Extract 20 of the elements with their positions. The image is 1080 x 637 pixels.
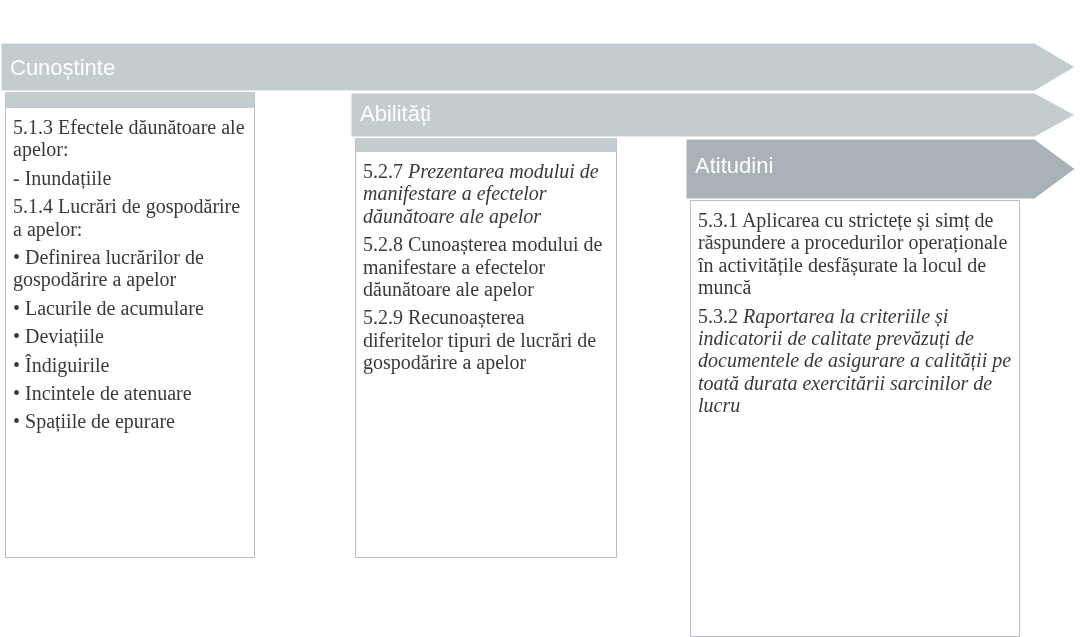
body-text: - Inundațiile: [13, 166, 113, 190]
band-heading: Abilități: [360, 100, 431, 128]
body-text: • Definirea lucrărilor de gospodărire a apelor: [13, 245, 205, 291]
body-text: 5.1.3 Efectele dăunătoare ale apelor:: [13, 116, 246, 161]
body-text: 5.2.7 Prezentarea modului de manifestare a efectelor dăunătoare ale apelor: [363, 160, 600, 228]
text-panel: [355, 138, 617, 558]
band-heading: Cunoștinte: [10, 54, 116, 82]
text-panel: [5, 92, 255, 558]
text-panel: [690, 200, 1020, 637]
body-text: 5.2.9 Recunoașterea diferitelor tipuri de lucrări de gospodărire a apelor: [363, 306, 598, 374]
body-text: • Deviațiile: [13, 325, 105, 348]
body-text: 5.2.8 Cunoașterea modului de manifestare a efectelor dăunătoare ale apelor: [363, 233, 604, 301]
body-text: 5.3.2 Raportarea la criteriile și indicatorii de calitate prevăzuți de documentele de asigurare a calității pe toată durata exercitării sarcinilor de lucru: [698, 304, 1012, 417]
band-heading: Atitudini: [695, 152, 774, 180]
body-text: • Lacurile de acumulare: [13, 296, 205, 320]
body-text: • Incintele de atenuare: [13, 381, 193, 405]
body-text: • Îndiguirile: [13, 353, 111, 376]
body-text: 5.1.4 Lucrări de gospodărire a apelor:: [13, 195, 242, 240]
body-text: 5.3.1 Aplicarea cu strictețe și simț de răspundere a procedurilor operaționale în activitățile desfășurate la locul de muncă: [698, 209, 1009, 299]
body-text: • Spațiile de epurare: [13, 410, 176, 433]
